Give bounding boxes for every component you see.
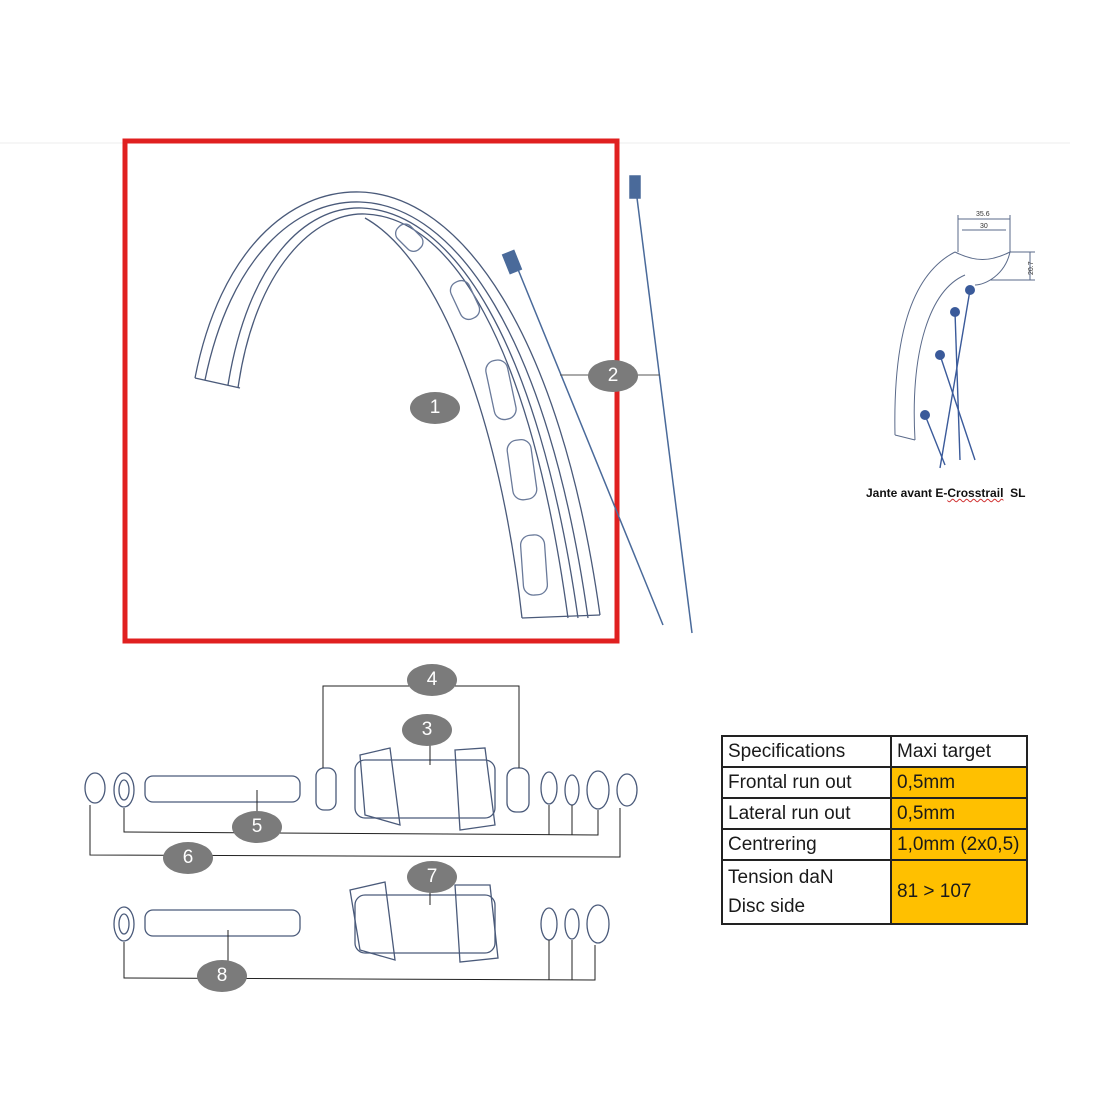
spec-table: Specifications Maxi target Frontal run o… bbox=[721, 735, 1028, 925]
callout-5: 5 bbox=[232, 811, 282, 843]
callout-6: 6 bbox=[163, 842, 213, 874]
callout-4: 4 bbox=[407, 664, 457, 696]
header-maxi-target: Maxi target bbox=[890, 735, 1028, 768]
spec-label: Tension daN Disc side bbox=[721, 859, 892, 925]
front-hub-exploded bbox=[84, 747, 638, 831]
spec-label: Centrering bbox=[721, 828, 892, 861]
dim-height: 20.7 bbox=[1028, 261, 1035, 275]
table-row: Lateral run out 0,5mm bbox=[721, 797, 1028, 830]
table-row: Tension daN Disc side 81 > 107 bbox=[721, 859, 1028, 925]
dim-outer-width: 35.6 bbox=[976, 211, 990, 218]
rim-caption: Jante avant E-Crosstrail SL bbox=[866, 486, 1026, 500]
table-header-row: Specifications Maxi target bbox=[721, 735, 1028, 768]
callout-2: 2 bbox=[588, 360, 638, 392]
header-specifications: Specifications bbox=[721, 735, 892, 768]
callout-1: 1 bbox=[410, 392, 460, 424]
rim-drawing bbox=[194, 191, 601, 619]
spec-label: Frontal run out bbox=[721, 766, 892, 799]
rim-profile-drawing bbox=[894, 215, 1035, 469]
spec-value: 0,5mm bbox=[890, 766, 1028, 799]
table-row: Frontal run out 0,5mm bbox=[721, 766, 1028, 799]
spec-label: Lateral run out bbox=[721, 797, 892, 830]
spec-label-line2: Disc side bbox=[728, 896, 806, 917]
callout-7: 7 bbox=[407, 861, 457, 893]
spec-value: 1,0mm (2x0,5) bbox=[890, 828, 1028, 861]
spec-value: 0,5mm bbox=[890, 797, 1028, 830]
rear-hub-exploded bbox=[113, 881, 610, 963]
callout-8: 8 bbox=[197, 960, 247, 992]
selection-box bbox=[122, 138, 620, 644]
spec-value: 81 > 107 bbox=[890, 859, 1028, 925]
callout-3: 3 bbox=[402, 714, 452, 746]
spokes-drawing bbox=[501, 175, 693, 634]
dim-inner-width: 30 bbox=[980, 223, 988, 230]
table-row: Centrering 1,0mm (2x0,5) bbox=[721, 828, 1028, 861]
spec-label-line1: Tension daN bbox=[728, 867, 834, 888]
